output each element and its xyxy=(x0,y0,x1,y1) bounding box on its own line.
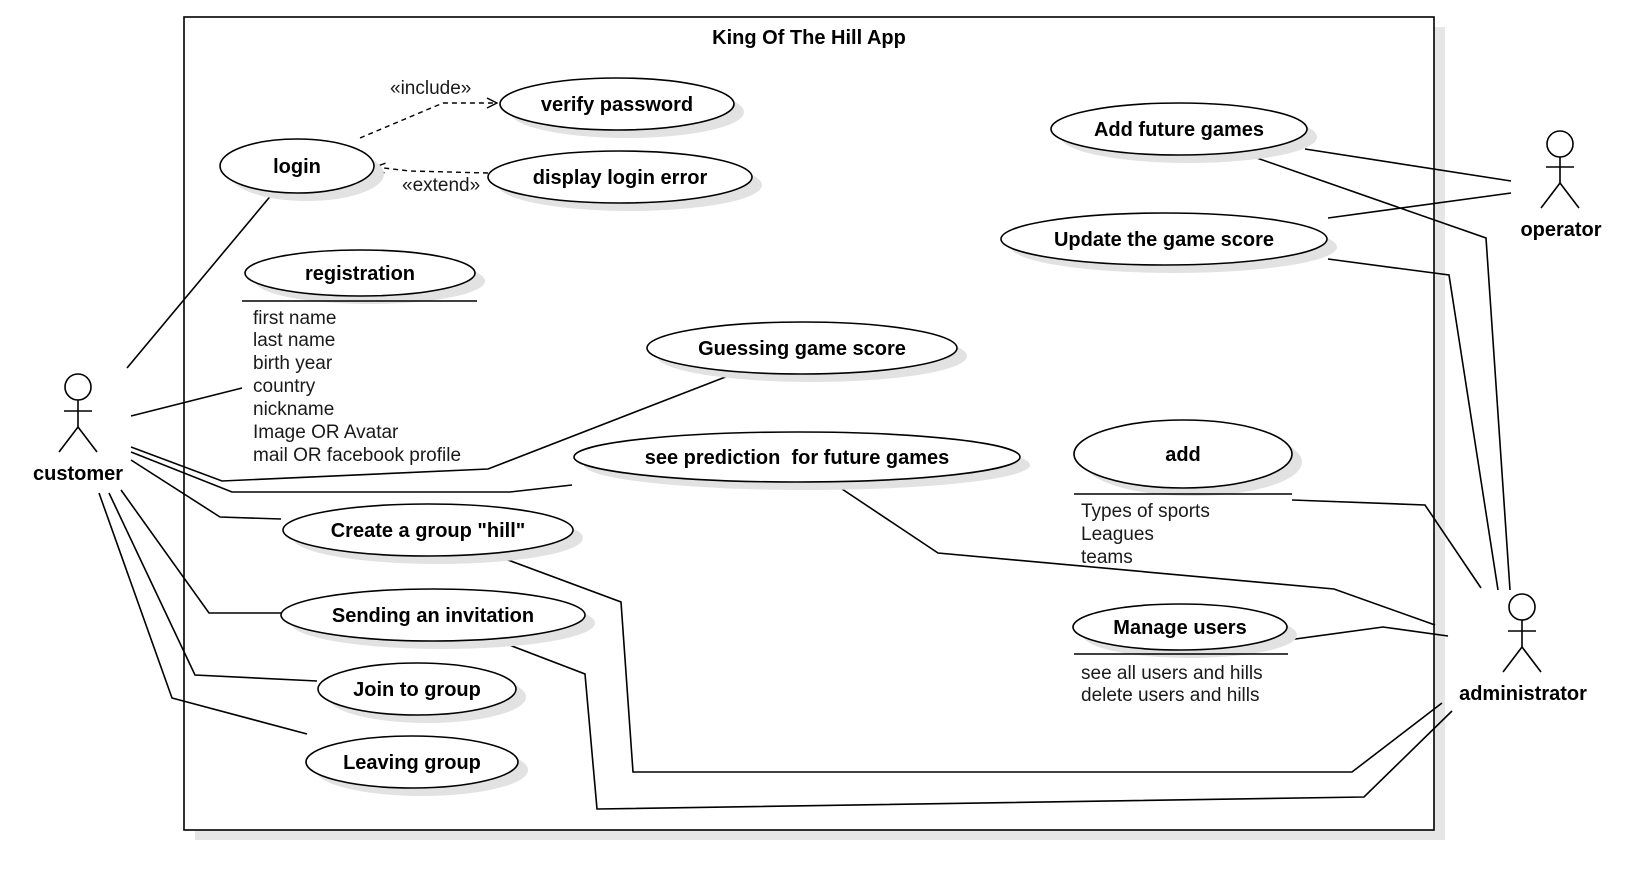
actor-customer[interactable]: customer xyxy=(33,373,123,485)
registration-attr: mail OR facebook profile xyxy=(253,445,461,466)
use-case-manage-users-label: Manage users xyxy=(1113,617,1246,639)
add-attributes: Types of sports Leagues teams xyxy=(1081,501,1210,568)
registration-attr: Image OR Avatar xyxy=(253,422,399,443)
assoc-customer-invitation xyxy=(120,489,281,614)
use-case-display-login-error[interactable]: display login error xyxy=(487,150,762,211)
administrator-head-icon xyxy=(1508,593,1536,621)
use-case-manage-users[interactable]: Manage users xyxy=(1072,603,1297,658)
use-case-sending-invitation-label: Sending an invitation xyxy=(332,605,534,627)
assoc-future-games-operator xyxy=(1304,148,1512,182)
assoc-customer-create-group xyxy=(130,459,282,520)
use-case-leaving-group[interactable]: Leaving group xyxy=(305,735,528,796)
extend-arrow xyxy=(375,167,489,174)
use-case-add-future-games[interactable]: Add future games xyxy=(1050,102,1317,163)
system-title: King Of The Hill App xyxy=(712,27,906,49)
assoc-customer-login xyxy=(126,192,274,369)
registration-attr: last name xyxy=(253,330,335,351)
use-case-login[interactable]: login xyxy=(219,138,384,201)
include-stereotype: «include» xyxy=(390,78,471,99)
use-case-guessing-game-score-label: Guessing game score xyxy=(698,338,906,360)
relationships: «include» «extend» xyxy=(359,78,497,196)
assoc-customer-guessing xyxy=(130,375,729,482)
use-case-guessing-game-score[interactable]: Guessing game score xyxy=(646,321,967,382)
assoc-customer-prediction xyxy=(130,451,573,493)
use-case-add-future-games-label: Add future games xyxy=(1094,119,1264,141)
assoc-manage-admin xyxy=(1287,626,1449,641)
include-arrow xyxy=(359,103,497,139)
use-case-add-label: add xyxy=(1165,444,1201,466)
assoc-future-games-admin xyxy=(1253,156,1511,591)
use-case-login-label: login xyxy=(273,156,321,178)
actor-operator[interactable]: operator xyxy=(1520,130,1602,241)
operator-head-icon xyxy=(1546,130,1574,158)
manage-users-attr: see all users and hills xyxy=(1081,663,1263,684)
assoc-create-group-admin xyxy=(499,556,1443,773)
actor-operator-label: operator xyxy=(1520,219,1601,241)
registration-attr: birth year xyxy=(253,353,333,374)
assoc-add-admin xyxy=(1291,499,1482,589)
use-case-verify-password[interactable]: verify password xyxy=(499,77,744,138)
assoc-update-score-admin xyxy=(1327,258,1499,591)
assoc-customer-registration xyxy=(130,387,243,417)
use-case-create-group-label: Create a group "hill" xyxy=(331,520,526,542)
associations xyxy=(98,148,1512,810)
manage-users-attributes: see all users and hills delete users and… xyxy=(1081,663,1263,706)
extend-stereotype: «extend» xyxy=(402,175,480,196)
use-case-create-group[interactable]: Create a group "hill" xyxy=(282,503,583,564)
use-case-see-prediction-label: see prediction for future games xyxy=(645,447,950,469)
customer-head-icon xyxy=(64,373,92,401)
actor-administrator[interactable]: administrator xyxy=(1459,593,1587,705)
use-case-join-group-label: Join to group xyxy=(353,679,481,701)
assoc-customer-join xyxy=(108,492,318,682)
add-attr: Types of sports xyxy=(1081,501,1210,522)
add-attr: Leagues xyxy=(1081,524,1154,545)
use-case-registration[interactable]: registration xyxy=(242,249,485,304)
use-case-update-game-score[interactable]: Update the game score xyxy=(1000,212,1337,273)
use-case-display-login-error-label: display login error xyxy=(533,167,708,189)
assoc-customer-leaving xyxy=(98,492,308,735)
manage-users-attr: delete users and hills xyxy=(1081,685,1260,706)
actor-administrator-label: administrator xyxy=(1459,683,1587,705)
use-case-leaving-group-label: Leaving group xyxy=(343,752,481,774)
registration-attributes: first name last name birth year country … xyxy=(253,308,461,466)
use-case-update-game-score-label: Update the game score xyxy=(1054,229,1274,251)
actor-customer-label: customer xyxy=(33,463,123,485)
registration-attr: country xyxy=(253,376,316,397)
assoc-update-score-operator xyxy=(1327,192,1512,219)
use-case-see-prediction[interactable]: see prediction for future games xyxy=(573,431,1030,490)
use-case-sending-invitation[interactable]: Sending an invitation xyxy=(280,588,595,649)
use-case-registration-label: registration xyxy=(305,263,415,285)
assoc-invitation-admin xyxy=(503,642,1453,810)
registration-attr: first name xyxy=(253,308,336,329)
registration-attr: nickname xyxy=(253,399,334,420)
use-case-add[interactable]: add xyxy=(1073,419,1302,496)
assoc-prediction-admin xyxy=(835,484,1436,626)
use-case-verify-password-label: verify password xyxy=(541,94,693,116)
use-case-join-group[interactable]: Join to group xyxy=(317,662,526,723)
add-attr: teams xyxy=(1081,547,1133,568)
